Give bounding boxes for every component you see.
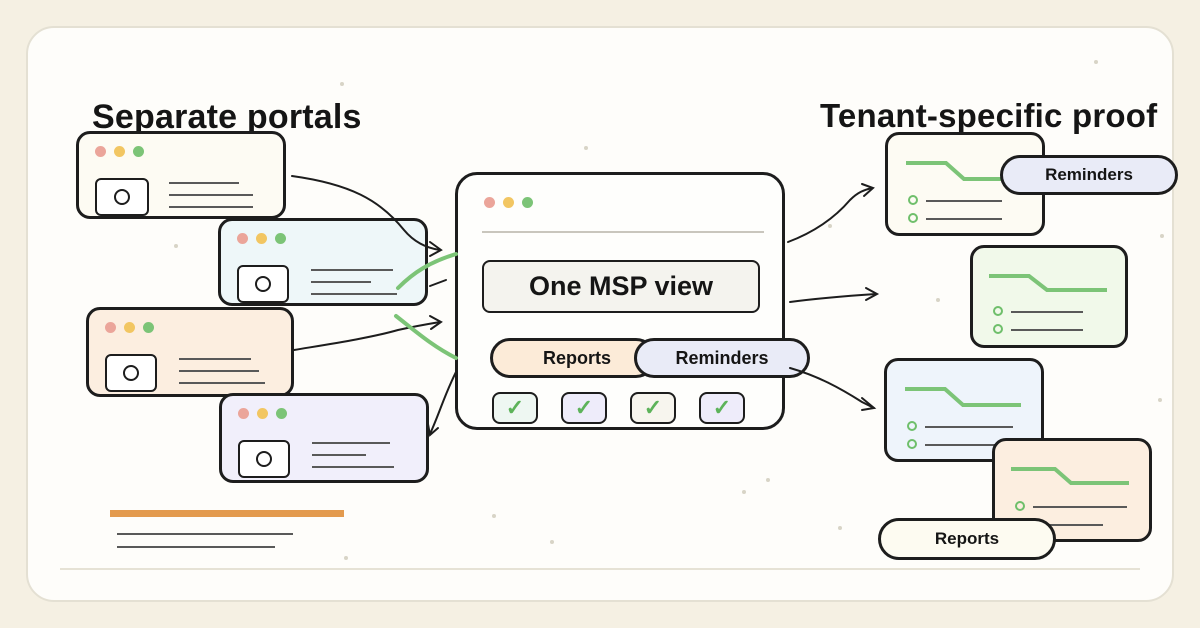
right-heading: Tenant-specific proof xyxy=(820,97,1158,134)
camera-icon xyxy=(238,440,290,478)
accent-bar xyxy=(110,510,344,517)
check-icon: ✓ xyxy=(699,392,745,424)
msp-view-label: One MSP view xyxy=(528,271,714,301)
camera-icon xyxy=(105,354,157,392)
msp-view-label-box: One MSP view xyxy=(482,260,760,313)
reports-pill-label: Reports xyxy=(934,529,1000,548)
divider xyxy=(60,568,1140,570)
portal-window-3 xyxy=(86,307,294,397)
proof-card-2 xyxy=(970,245,1128,348)
text-line xyxy=(117,546,275,548)
window-dots-icon xyxy=(105,322,154,333)
reminders-pill-label: Reminders xyxy=(1045,165,1133,184)
window-dots-icon xyxy=(237,233,286,244)
tab-reminders-label: Reminders xyxy=(675,347,769,368)
window-dots-icon xyxy=(484,197,533,208)
tab-reports-label: Reports xyxy=(543,347,612,368)
proof-card-4 xyxy=(992,438,1152,542)
camera-icon xyxy=(95,178,149,216)
portal-window-2 xyxy=(218,218,428,306)
tab-reminders[interactable]: Reminders xyxy=(634,338,810,378)
tab-reports[interactable]: Reports xyxy=(490,338,656,378)
window-dots-icon xyxy=(238,408,287,419)
check-icon: ✓ xyxy=(630,392,676,424)
proof-card-3 xyxy=(884,358,1044,462)
reports-pill: Reports xyxy=(878,518,1056,560)
check-icon: ✓ xyxy=(561,392,607,424)
left-heading: Separate portals xyxy=(92,98,362,136)
check-icon: ✓ xyxy=(492,392,538,424)
text-line xyxy=(117,533,293,535)
window-dots-icon xyxy=(95,146,144,157)
camera-icon xyxy=(237,265,289,303)
msp-view-window: One MSP view xyxy=(455,172,785,430)
portal-window-4 xyxy=(219,393,429,483)
portal-window-1 xyxy=(76,131,286,219)
reminders-pill: Reminders xyxy=(1000,155,1178,195)
